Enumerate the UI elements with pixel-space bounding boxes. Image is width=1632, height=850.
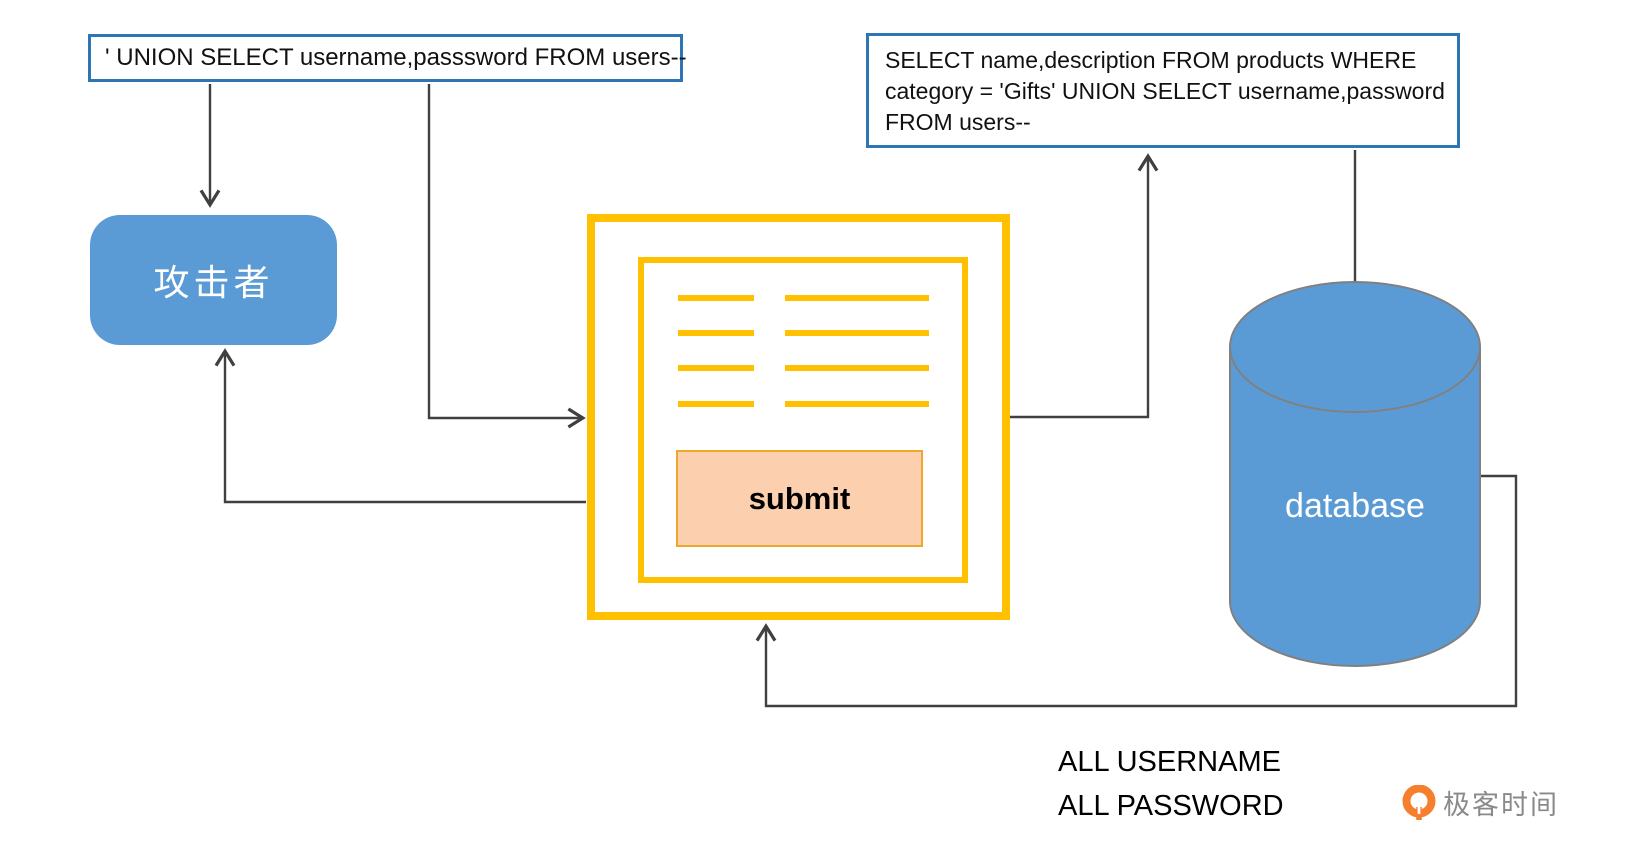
geektime-logo: 极客时间 xyxy=(1402,783,1559,822)
leaked-passwords-text: ALL PASSWORD xyxy=(1058,790,1284,822)
database-cylinder-icon xyxy=(1229,281,1481,667)
form-field-line xyxy=(785,365,929,371)
form-field-line xyxy=(678,330,754,336)
form-field-line xyxy=(678,401,754,407)
sql-query-box: SELECT name,description FROM products WH… xyxy=(866,33,1460,148)
leaked-data-text: ALL USERNAME ALL PASSWORD xyxy=(1058,740,1284,828)
geektime-logo-text: 极客时间 xyxy=(1443,790,1559,820)
leaked-usernames-text: ALL USERNAME xyxy=(1058,746,1281,778)
form-field-line xyxy=(785,401,929,407)
arrow-payload-to-form xyxy=(427,84,586,429)
geektime-logo-icon xyxy=(1402,784,1436,820)
arrow-form-to-attacker xyxy=(214,348,586,504)
arrow-form-to-query xyxy=(1010,153,1159,419)
sql-query-line: SELECT name,description FROM products WH… xyxy=(885,47,1417,73)
form-field-line xyxy=(678,295,754,301)
injection-payload-text: ' UNION SELECT username,passsword FROM u… xyxy=(105,44,687,71)
submit-button[interactable]: submit xyxy=(676,450,923,547)
database-label: database xyxy=(1285,487,1425,525)
form-field-line xyxy=(785,330,929,336)
form-field-line xyxy=(678,365,754,371)
sql-query-line: FROM users-- xyxy=(885,109,1031,135)
attacker-node: 攻击者 xyxy=(90,215,337,345)
sql-query-line: category = 'Gifts' UNION SELECT username… xyxy=(885,78,1445,104)
form-field-line xyxy=(785,295,929,301)
attacker-label: 攻击者 xyxy=(153,263,274,304)
injection-payload-box: ' UNION SELECT username,passsword FROM u… xyxy=(88,34,687,82)
